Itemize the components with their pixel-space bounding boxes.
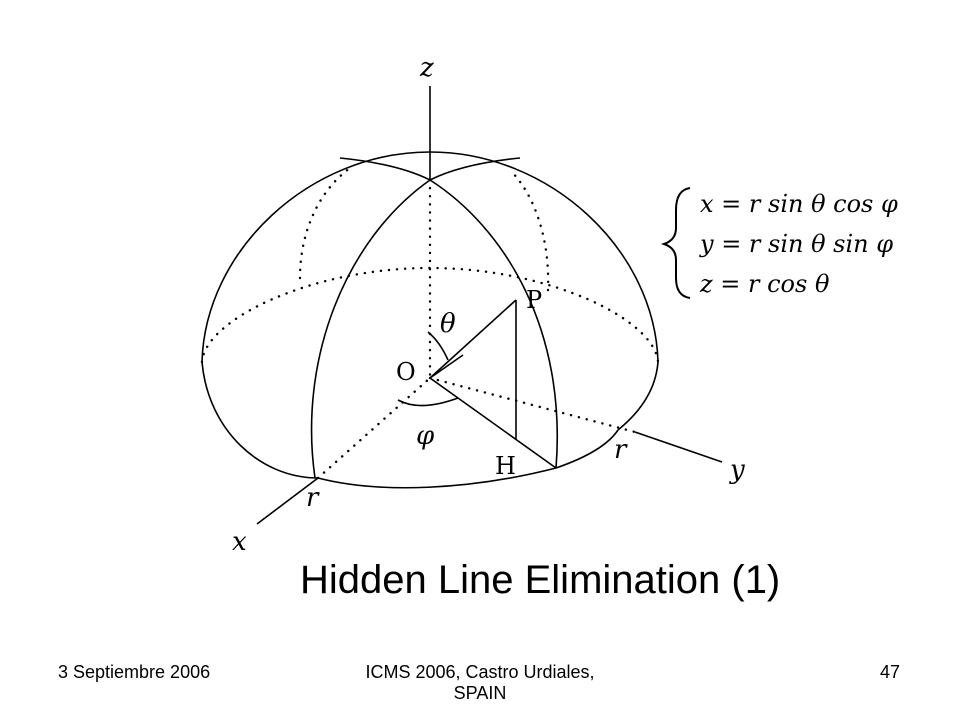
footer-event-line2: SPAIN <box>453 683 507 703</box>
hidden-meridian-left <box>298 166 352 280</box>
z-axis-label: z <box>419 53 434 83</box>
radius-label-front: r <box>306 483 320 513</box>
equation-x: x = r sin θ cos φ <box>700 190 898 218</box>
equation-y: y = r sin θ sin φ <box>699 230 893 258</box>
slide-title: Hidden Line Elimination (1) <box>300 558 781 602</box>
page-number: 47 <box>879 662 900 682</box>
equation-z: z = r cos θ <box>699 270 830 298</box>
hidden-y-axis <box>428 376 637 434</box>
phi-label: φ <box>416 421 435 451</box>
meridian-front <box>310 179 558 479</box>
phi-arc <box>397 397 459 407</box>
point-O-label: O <box>396 358 416 386</box>
footer-date: 3 Septiembre 2006 <box>58 662 211 682</box>
y-axis-label: y <box>729 455 745 485</box>
footer-event-line1: ICMS 2006, Castro Urdiales, <box>365 662 595 682</box>
x-axis <box>256 477 319 525</box>
segment-O-equator <box>429 354 464 379</box>
x-axis-label: x <box>232 527 247 557</box>
y-axis <box>634 431 723 463</box>
theta-label: θ <box>440 309 456 339</box>
equator-front <box>201 361 619 489</box>
segment-OH <box>429 377 557 469</box>
footer-event: ICMS 2006, Castro Urdiales, SPAIN <box>325 662 635 704</box>
point-P-label: P <box>526 286 542 314</box>
point-H-label: H <box>495 452 516 480</box>
segment-OP <box>429 299 517 379</box>
equation-brace <box>660 187 691 299</box>
hidden-equator-back <box>200 266 660 364</box>
hemisphere-outline <box>201 151 659 431</box>
hidden-meridian-right <box>508 168 550 292</box>
radius-label-right: r <box>614 435 628 465</box>
hidden-x-axis <box>316 376 432 480</box>
